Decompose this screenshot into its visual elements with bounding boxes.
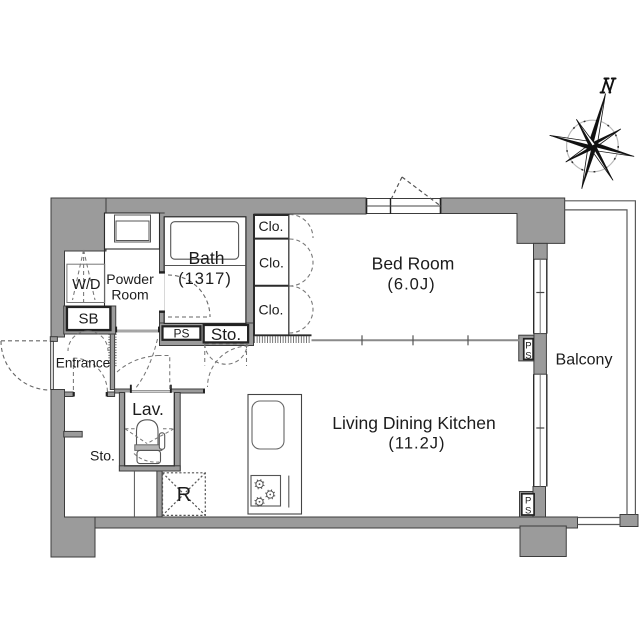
svg-text:Sto.: Sto.: [211, 325, 241, 344]
svg-text:S: S: [525, 506, 531, 517]
svg-text:(6.0J): (6.0J): [387, 275, 435, 293]
svg-text:PS: PS: [173, 327, 189, 341]
svg-text:Lav.: Lav.: [132, 399, 164, 419]
svg-text:Room: Room: [111, 287, 148, 303]
svg-text:(1317): (1317): [178, 270, 232, 288]
svg-text:Clo.: Clo.: [259, 302, 284, 318]
svg-text:R: R: [177, 484, 191, 506]
svg-text:Clo.: Clo.: [259, 218, 284, 234]
svg-text:Bed Room: Bed Room: [372, 253, 455, 273]
svg-text:(11.2J): (11.2J): [388, 434, 445, 452]
svg-text:Powder: Powder: [106, 271, 154, 287]
svg-text:Clo.: Clo.: [259, 254, 284, 270]
svg-text:Balcony: Balcony: [556, 352, 613, 369]
svg-text:Entrance: Entrance: [56, 356, 110, 371]
svg-text:SB: SB: [78, 311, 98, 328]
svg-text:Sto.: Sto.: [90, 448, 115, 464]
svg-text:P: P: [525, 341, 531, 352]
svg-text:S: S: [525, 351, 531, 362]
svg-text:W/D: W/D: [72, 277, 100, 293]
svg-text:Bath: Bath: [189, 248, 225, 268]
svg-text:Living Dining Kitchen: Living Dining Kitchen: [332, 413, 495, 433]
svg-text:P: P: [525, 496, 531, 507]
